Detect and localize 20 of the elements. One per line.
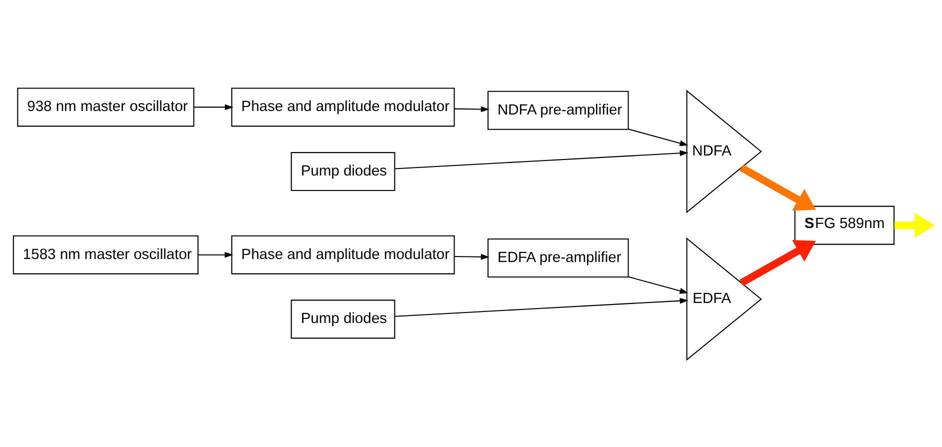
node-box: SFG 589nm bbox=[794, 205, 895, 244]
node-box: 938 nm master oscillator bbox=[17, 87, 194, 126]
arrow bbox=[454, 253, 490, 260]
node-box: Phase and amplitude modulator bbox=[231, 87, 455, 126]
arrow bbox=[740, 240, 816, 286]
node-box: NDFA pre-amplifier bbox=[488, 90, 629, 130]
arrow bbox=[454, 106, 490, 112]
arrow bbox=[395, 297, 688, 316]
arrow bbox=[628, 128, 688, 146]
arrow bbox=[628, 276, 688, 294]
node-box: Phase and amplitude modulator bbox=[231, 234, 455, 274]
arrow bbox=[894, 212, 934, 238]
node-box: 1583 nm master oscillator bbox=[12, 234, 199, 274]
node-box: Pump diodes bbox=[290, 299, 396, 338]
arrow bbox=[740, 164, 816, 210]
node-box: EDFA pre-amplifier bbox=[488, 238, 629, 278]
node-box: Pump diodes bbox=[290, 152, 396, 191]
arrow bbox=[194, 104, 234, 110]
arrow bbox=[198, 251, 234, 258]
arrow bbox=[395, 150, 688, 169]
